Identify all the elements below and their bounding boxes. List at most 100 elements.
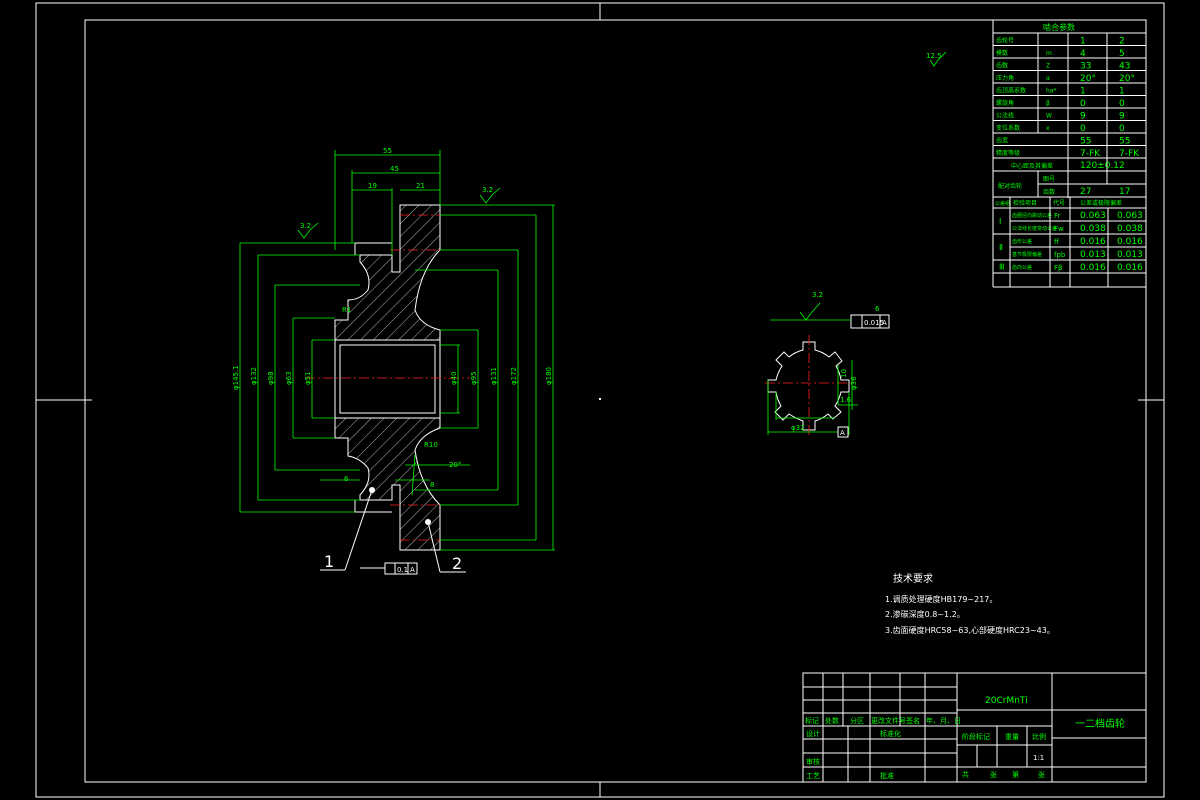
dim-r1: R1 [342, 306, 351, 314]
label-review: 审核 [806, 757, 820, 766]
param-symbol: x [1046, 125, 1050, 132]
tol-item-value: 0.016 [1117, 263, 1143, 273]
dim-r10: R10 [424, 441, 438, 449]
tol-item-label: 齿向公差 [1012, 264, 1032, 271]
param-value: 1 [1119, 87, 1125, 97]
param-value: 33 [1080, 62, 1091, 72]
param-value: 1 [1080, 37, 1086, 47]
rev-mark: 标记 [805, 716, 819, 725]
rough-32a: 3.2 [482, 186, 493, 194]
tol-header-value: 公差或极限偏差 [1080, 199, 1122, 207]
param-value: 7-FK [1080, 149, 1101, 159]
dim-phi-right3: φ131 [490, 367, 498, 385]
param-label: 变位系数 [996, 124, 1020, 132]
gear-bore [334, 339, 441, 419]
param-symbol: Z [1046, 63, 1050, 70]
dim-6: 6 [344, 475, 349, 483]
center-distance-value: 120±0.12 [1080, 161, 1125, 171]
label-design: 设计 [806, 729, 820, 738]
runout-value: 0.1 [397, 566, 408, 574]
tol-header-group: 公差组 [995, 200, 1010, 207]
param-value: 43 [1119, 62, 1130, 72]
rev-docno: 更改文件号 [871, 716, 906, 725]
rev-date: 年、月、日 [926, 716, 961, 725]
tol-item-value: 0.038 [1080, 224, 1106, 234]
param-label: 齿轮号 [996, 37, 1014, 45]
rev-count: 处数 [825, 716, 839, 725]
label-weight: 重量 [1005, 733, 1019, 741]
dim-phi-right2: φ95 [470, 371, 478, 385]
label-process: 工艺 [806, 772, 820, 780]
param-symbol: m [1046, 50, 1052, 57]
param-label: 齿宽 [996, 137, 1008, 145]
sheet-total: 共 [962, 770, 969, 779]
tol-item-value: 0.038 [1117, 224, 1143, 234]
dim-phi-left1: φ145.1 [232, 365, 240, 390]
mate-gear-label: 配对齿轮 [998, 182, 1022, 190]
tol-item-label: 公法线长度变动公差 [1012, 225, 1057, 232]
param-value: 20° [1119, 74, 1135, 84]
spline-dim-10: 10 [840, 369, 848, 378]
rough-main: 12.5 [926, 52, 942, 60]
tech-item-1: 1.调质处理硬度HB179~217。 [885, 594, 997, 604]
param-label: 压力角 [996, 74, 1014, 82]
param-title: 啮合参数 [1043, 22, 1075, 32]
dim-phi-right1: φ40 [450, 371, 458, 385]
mate-teeth-label: 齿数 [1043, 188, 1055, 196]
spline-tol-datum: A [882, 319, 887, 327]
center-distance-label: 中心距及其偏差 [1011, 162, 1053, 170]
tol-item-symbol: Fr [1054, 212, 1061, 220]
rough-32b: 3.2 [300, 222, 311, 230]
label-stage: 阶段标记 [962, 732, 990, 741]
dim-phi-right5: φ180 [545, 367, 553, 385]
sheet-border [35, 2, 1165, 798]
param-value: 20° [1080, 74, 1096, 84]
param-value: 4 [1080, 49, 1086, 59]
tol-group-id: Ⅲ [999, 263, 1005, 272]
param-value: 55 [1119, 137, 1130, 147]
dim-phi-right4: φ172 [510, 367, 518, 385]
runout-datum: A [410, 566, 415, 574]
tol-group-id: Ⅱ [999, 243, 1003, 252]
dim-phi-left5: φ51 [304, 371, 312, 385]
param-value: 55 [1080, 137, 1091, 147]
callout-1: 1 [324, 552, 334, 571]
tol-item-value: 0.016 [1117, 237, 1143, 247]
spline-dim-6: 6 [875, 305, 880, 313]
tol-item-label: 齿形公差 [1012, 238, 1032, 245]
param-label: 齿数 [996, 62, 1008, 70]
dim-phi-left4: φ63 [285, 371, 293, 385]
tol-item-value: 0.013 [1117, 250, 1143, 260]
param-label: 齿顶高系数 [996, 87, 1026, 95]
param-value: 0 [1080, 99, 1086, 109]
part-name: 一二档齿轮 [1075, 717, 1125, 730]
spline-dim-phi36: φ36 [850, 376, 858, 390]
tol-header-item: 检验项目 [1013, 199, 1037, 207]
dim-phi-left3: φ98 [267, 371, 275, 385]
dim-21: 21 [416, 182, 425, 190]
label-standardize: 标准化 [880, 729, 901, 738]
title-block [802, 672, 1147, 783]
rev-sign: 签名 [906, 716, 920, 725]
tol-item-symbol: fpb [1054, 251, 1066, 259]
param-symbol: W [1046, 113, 1052, 120]
gear-lower-section [334, 417, 441, 551]
param-value: 0 [1080, 124, 1086, 134]
param-symbol: β [1046, 100, 1050, 107]
mate-v2: 17 [1119, 187, 1130, 197]
dim-19: 19 [368, 182, 377, 190]
param-value: 2 [1119, 37, 1125, 47]
tol-item-value: 0.063 [1080, 211, 1106, 221]
label-scale: 比例 [1032, 732, 1046, 741]
tol-item-value: 0.013 [1080, 250, 1106, 260]
dim-angle20: 20° [449, 461, 461, 469]
material: 20CrMnTi [985, 696, 1028, 706]
gear-section-view [305, 204, 470, 573]
spline-datum-a: A [840, 429, 845, 437]
tol-item-symbol: Fw [1054, 225, 1064, 233]
param-value: 0 [1119, 124, 1125, 134]
tech-item-2: 2.渗碳深度0.8~1.2。 [885, 609, 965, 619]
dim-8: 8 [430, 481, 434, 489]
param-value: 7-FK [1119, 149, 1140, 159]
